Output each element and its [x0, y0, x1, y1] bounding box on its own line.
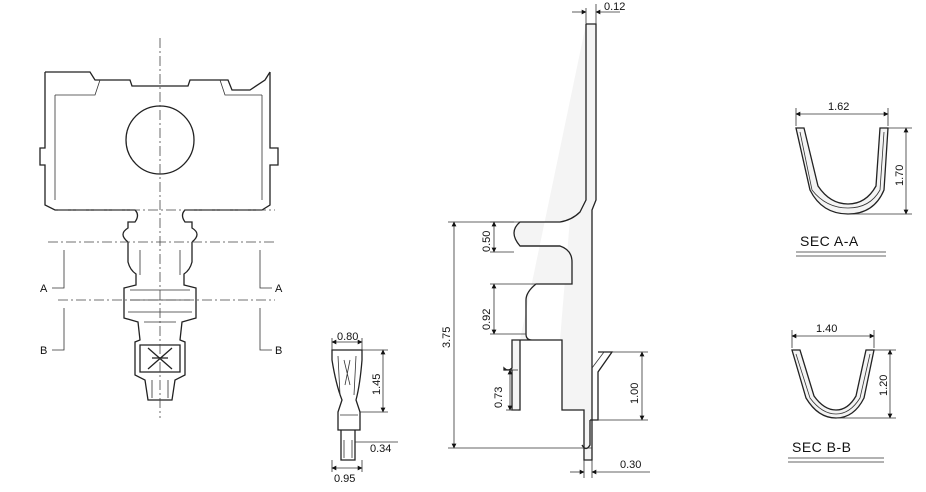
dim-bb-height: 1.20	[878, 375, 890, 396]
front-body-inner	[337, 355, 358, 416]
section-aa: 1.62 1.70 SEC A-A	[795, 101, 912, 257]
side-profile	[503, 23, 597, 461]
dim-tab3: 0.73	[493, 387, 505, 408]
dim-tail-width: 0.30	[620, 459, 641, 471]
marker-a-left-label: A	[40, 283, 48, 295]
section-bb-profile	[791, 349, 875, 419]
marker-a-right	[259, 250, 272, 289]
carrier-view: A A B B	[39, 38, 283, 418]
carrier-inner-edge	[54, 79, 263, 200]
marker-b-left-label: B	[40, 345, 47, 357]
side-view: 0.12 3.75 0.50 0.92 0.73 1.00 0.30	[441, 1, 650, 478]
dim-tab1: 0.50	[481, 231, 493, 252]
front-pin-inner	[343, 440, 353, 458]
dim-tab2: 0.92	[481, 309, 493, 330]
dim-pin-width: 0.34	[370, 443, 391, 455]
section-aa-profile	[795, 127, 889, 215]
dim-aa-width: 1.62	[828, 101, 849, 113]
dim-top-width: 0.80	[337, 331, 358, 343]
marker-a-right-label: A	[275, 283, 283, 295]
dim-tail-height: 1.00	[629, 383, 641, 404]
dim-bottom-width: 0.95	[334, 473, 355, 485]
marker-b-left	[52, 308, 65, 351]
dim-overall-height: 3.75	[441, 327, 453, 348]
section-bb: 1.40 1.20 SEC B-B	[788, 323, 896, 463]
marker-b-right	[259, 308, 272, 351]
front-body-outline	[331, 349, 363, 431]
section-bb-inner	[795, 353, 871, 415]
dim-aa-height: 1.70	[894, 165, 906, 186]
front-view: 0.80 1.45 0.34 0.95	[331, 331, 398, 485]
pin-tail	[151, 380, 169, 398]
dim-thickness-top: 0.12	[604, 1, 625, 13]
marker-a-left	[52, 250, 65, 289]
dim-height-upper: 1.45	[371, 374, 383, 395]
section-aa-inner	[799, 131, 885, 209]
side-tail-edge	[591, 351, 605, 369]
section-bb-title: SEC B-B	[792, 439, 852, 455]
dim-bb-width: 1.40	[816, 323, 837, 335]
marker-b-right-label: B	[275, 345, 282, 357]
carrier-strip-outline	[39, 71, 279, 243]
section-aa-title: SEC A-A	[800, 233, 859, 249]
front-pin	[340, 430, 356, 461]
